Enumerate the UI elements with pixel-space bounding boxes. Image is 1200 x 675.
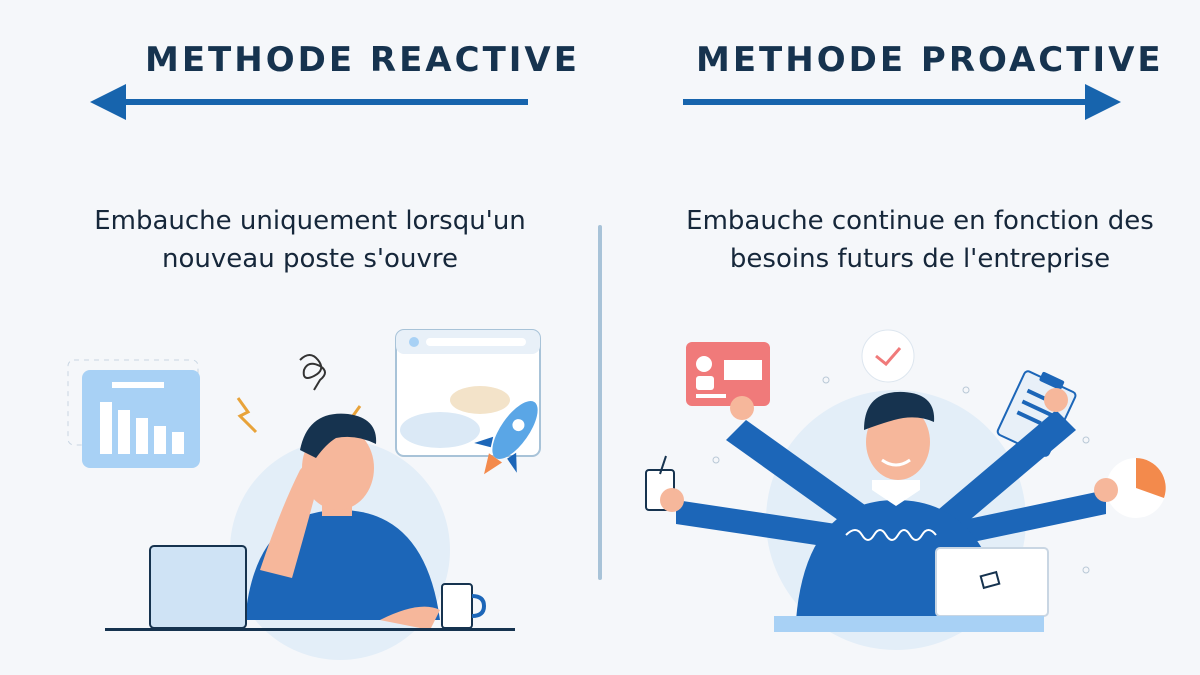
check-bubble-icon xyxy=(861,329,915,383)
proactive-title: METHODE PROACTIVE xyxy=(696,40,1164,80)
lightning-left-icon xyxy=(236,397,258,434)
bar-chart-icon xyxy=(82,370,200,468)
pie-chart-icon xyxy=(1106,458,1166,518)
stressed-worker-illustration xyxy=(67,329,541,660)
profile-card-icon xyxy=(686,342,770,406)
multitasking-worker-illustration xyxy=(645,329,1166,650)
left-arrow-icon xyxy=(90,84,528,120)
right-arrow-icon xyxy=(683,84,1121,120)
reactive-description: Embauche uniquement lorsqu'un nouveau po… xyxy=(94,206,526,274)
proactive-description: Embauche continue en fonction des besoin… xyxy=(686,206,1154,274)
rocket-icon xyxy=(474,401,538,475)
center-divider xyxy=(598,225,602,580)
reactive-title: METHODE REACTIVE xyxy=(145,40,580,80)
scribble-icon xyxy=(299,354,326,391)
